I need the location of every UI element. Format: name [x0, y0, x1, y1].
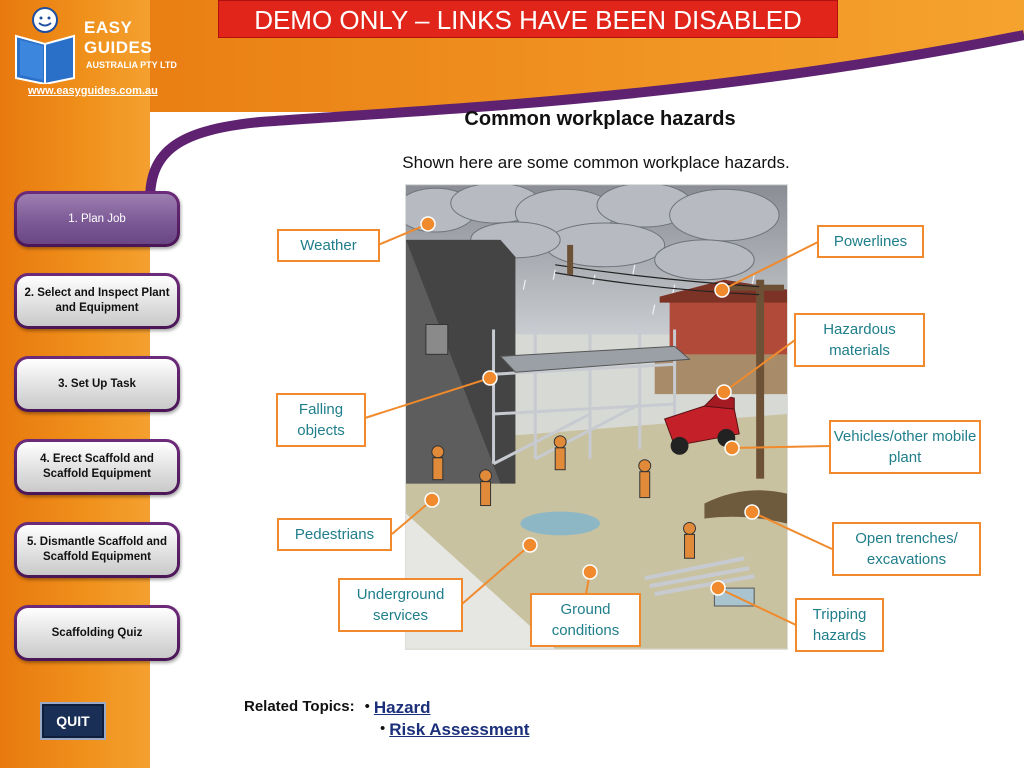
- hazard-label-pedestrians: Pedestrians: [277, 518, 392, 551]
- hazard-label-powerlines: Powerlines: [817, 225, 924, 258]
- nav-label: 5. Dismantle Scaffold and Scaffold Equip…: [17, 525, 177, 575]
- easy-guides-logo: EASY GUIDES AUSTRALIA PTY LTD: [10, 4, 190, 84]
- logo-text-easy: EASY: [84, 18, 133, 37]
- nav-select-inspect[interactable]: 2. Select and Inspect Plant and Equipmen…: [14, 273, 180, 329]
- nav-plan-job[interactable]: 1. Plan Job: [14, 191, 180, 247]
- nav-label: Scaffolding Quiz: [17, 608, 177, 658]
- nav-label: 3. Set Up Task: [17, 359, 177, 409]
- nav-scaffolding-quiz[interactable]: Scaffolding Quiz: [14, 605, 180, 661]
- hazard-label-tripping-hazards: Tripping hazards: [795, 598, 884, 652]
- related-link-risk-assessment[interactable]: Risk Assessment: [389, 720, 530, 739]
- hazard-label-hazardous-materials: Hazardous materials: [794, 313, 925, 367]
- related-topics: Related Topics: • Hazard • Risk Assessme…: [244, 698, 529, 740]
- quit-button[interactable]: QUIT: [40, 702, 106, 740]
- nav-erect-scaffold[interactable]: 4. Erect Scaffold and Scaffold Equipment: [14, 439, 180, 495]
- nav-label: 2. Select and Inspect Plant and Equipmen…: [17, 276, 177, 326]
- page-title: Common workplace hazards: [464, 108, 736, 130]
- workplace-hazards-illustration: [405, 184, 788, 650]
- bullet-glyph: •: [364, 698, 370, 715]
- logo-text-australia: AUSTRALIA PTY LTD: [86, 60, 177, 70]
- logo-text-guides: GUIDES: [84, 38, 153, 57]
- hazard-label-vehicles: Vehicles/other mobile plant: [829, 420, 981, 474]
- nav-dismantle-scaffold[interactable]: 5. Dismantle Scaffold and Scaffold Equip…: [14, 522, 180, 578]
- hazard-label-falling-objects: Falling objects: [276, 393, 366, 447]
- bullet-glyph: •: [380, 720, 386, 737]
- book-mascot-icon: [15, 7, 75, 84]
- related-link-hazard[interactable]: Hazard: [373, 698, 431, 717]
- hazard-label-weather: Weather: [277, 229, 380, 262]
- page-subtitle: Shown here are some common workplace haz…: [402, 153, 790, 172]
- hazard-label-underground-services: Underground services: [338, 578, 463, 632]
- website-link[interactable]: www.easyguides.com.au: [28, 85, 158, 97]
- nav-label: 1. Plan Job: [17, 194, 177, 244]
- nav-set-up-task[interactable]: 3. Set Up Task: [14, 356, 180, 412]
- hazard-label-open-trenches: Open trenches/ excavations: [832, 522, 981, 576]
- demo-banner: DEMO ONLY – LINKS HAVE BEEN DISABLED: [218, 0, 838, 38]
- related-topics-label: Related Topics:: [244, 698, 355, 715]
- nav-label: 4. Erect Scaffold and Scaffold Equipment: [17, 442, 177, 492]
- hazard-label-ground-conditions: Ground conditions: [530, 593, 641, 647]
